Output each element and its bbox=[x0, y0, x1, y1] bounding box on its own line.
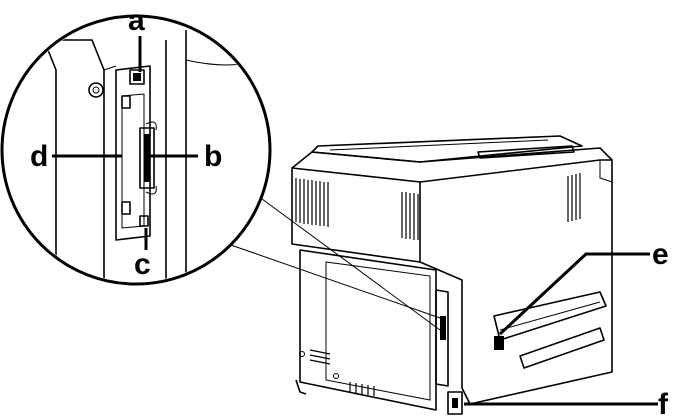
leader-lines bbox=[52, 36, 658, 406]
lower-vent-left bbox=[309, 349, 331, 365]
callout-letters: a b c d e f bbox=[30, 4, 669, 418]
callout-c: c bbox=[134, 248, 151, 281]
callout-d: d bbox=[30, 140, 48, 173]
parallel-connector bbox=[139, 127, 155, 189]
interface-board-small bbox=[435, 289, 449, 387]
usb-port bbox=[139, 215, 149, 227]
right-side-panel bbox=[419, 159, 613, 405]
callout-f: f bbox=[658, 388, 669, 418]
side-feed-slot bbox=[493, 291, 607, 341]
paper-stopper bbox=[477, 145, 575, 159]
rear-vent-left bbox=[295, 178, 329, 227]
lower-rear-cover bbox=[299, 249, 437, 411]
network-port bbox=[129, 69, 145, 85]
magnifier-circle bbox=[0, 14, 272, 286]
callout-a: a bbox=[128, 4, 145, 37]
magnifier bbox=[0, 14, 441, 331]
usb-port-side bbox=[494, 336, 504, 350]
parallel-port-small bbox=[440, 316, 446, 340]
callout-b: b bbox=[204, 140, 222, 173]
rear-vent-right bbox=[401, 192, 419, 240]
callout-e: e bbox=[652, 238, 669, 271]
ac-inlet bbox=[447, 391, 463, 415]
side-vent bbox=[567, 173, 581, 222]
printer-body bbox=[291, 135, 613, 415]
upper-rear-panel bbox=[291, 167, 421, 263]
leader-e bbox=[498, 252, 650, 336]
lower-vent-bottom bbox=[349, 382, 375, 396]
